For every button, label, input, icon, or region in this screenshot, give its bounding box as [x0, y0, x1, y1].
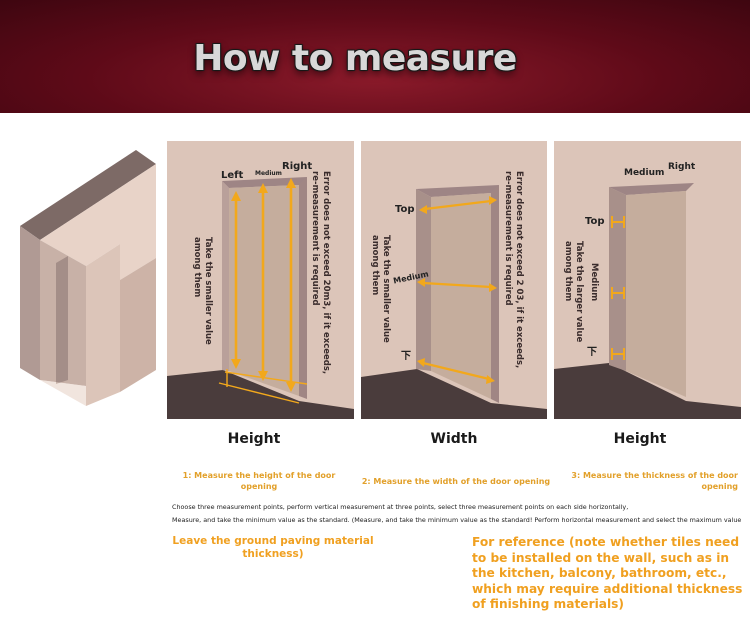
panel-thickness-drawing — [554, 183, 741, 419]
label-top: Top — [395, 204, 415, 215]
panel-height: Left Medium Right Error does not exceed … — [167, 141, 354, 419]
label-bottom: 下 — [401, 351, 411, 362]
caption-thickness: Height — [613, 431, 667, 447]
header-banner: How to measure — [0, 0, 750, 113]
panel-width-drawing — [361, 185, 547, 419]
instruction-line-1: Choose three measurement points, perform… — [172, 503, 629, 511]
label-top: Top — [585, 216, 605, 227]
caption-width: Width — [430, 431, 478, 447]
panel-width: Top Medium 下 Error does not exceed 2 03,… — [361, 141, 547, 419]
ground-note: Leave the ground paving material thickne… — [172, 535, 374, 560]
panel-height-drawing — [167, 177, 354, 419]
reference-note: For reference (note whether tiles need t… — [472, 535, 743, 611]
value-note: Take the smaller value among them — [370, 235, 391, 343]
instruction-line-2: Measure, and take the minimum value as t… — [172, 516, 742, 524]
label-right: Right — [282, 161, 313, 172]
door-frame-illustration — [20, 150, 156, 406]
caption-height: Height — [227, 431, 281, 447]
label-medium: Medium — [255, 170, 282, 177]
step-1: 1: Measure the height of the door openin… — [182, 471, 336, 491]
error-note: Error does not exceed 20m3, if it exceed… — [310, 171, 331, 375]
label-bottom: 下 — [587, 347, 597, 358]
label-mid: Medium — [589, 263, 599, 302]
value-note: Take the larger value among them — [563, 241, 584, 343]
label-left: Left — [221, 170, 244, 181]
page-title: How to measure — [193, 38, 517, 79]
step-3: 3: Measure the thickness of the door ope… — [571, 471, 738, 491]
value-note: Take the smaller value among them — [192, 237, 213, 345]
step-2: 2: Measure the width of the door opening — [361, 477, 551, 486]
error-note: Error does not exceed 2 03, if it exceed… — [503, 171, 524, 369]
label-medium: Medium — [624, 168, 665, 178]
label-right: Right — [668, 162, 696, 172]
panel-thickness: Medium Right Top Medium 下 Take the large… — [554, 141, 741, 419]
